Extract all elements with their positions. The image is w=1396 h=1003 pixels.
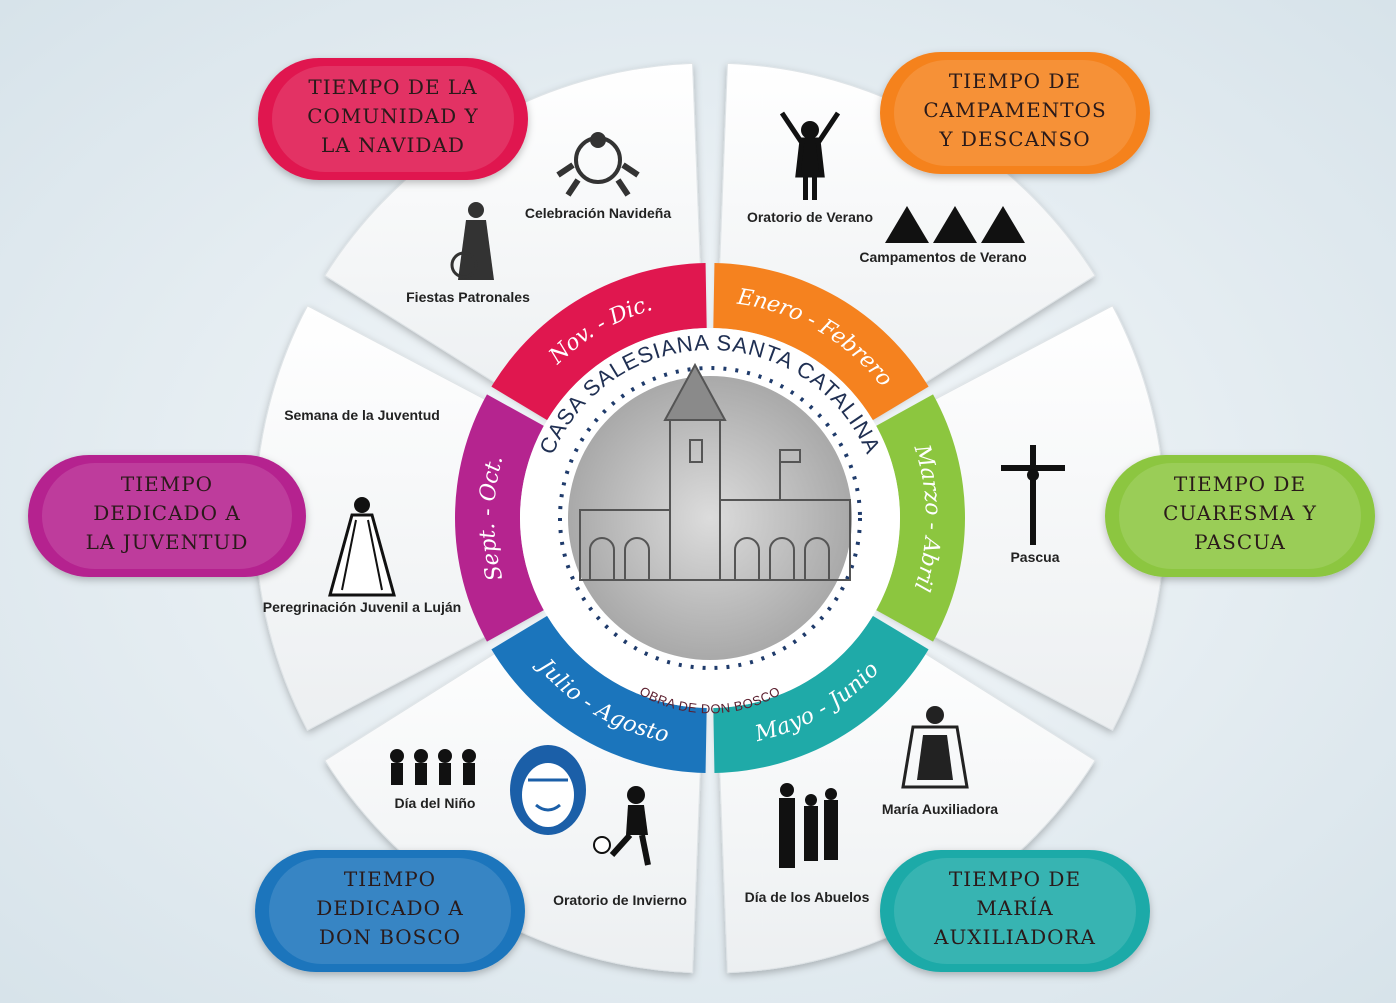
crucifix-icon	[1001, 445, 1065, 545]
saint-statue-icon	[450, 202, 494, 280]
caption-pill-jul: TIEMPO DEDICADO A DON BOSCO	[255, 850, 525, 972]
activity-label: Peregrinación Juvenil a Luján	[263, 599, 461, 615]
tents-icon	[885, 206, 1025, 243]
caption-line: TIEMPO DE	[1174, 472, 1306, 496]
caption-line: TIEMPO	[344, 867, 436, 891]
center-medallion: CASA SALESIANA SANTA CATALINA OBRA DE DO…	[520, 328, 900, 716]
month-band-mar	[876, 394, 965, 642]
caption-pill-sep: TIEMPO DEDICADO A LA JUVENTUD	[28, 455, 306, 577]
pill-bg	[255, 850, 525, 972]
pill-shine	[894, 60, 1136, 166]
pill-bg	[28, 455, 306, 577]
pill-bg	[880, 850, 1150, 972]
activity-label: Día de los Abuelos	[745, 889, 870, 905]
activity-label: Campamentos de Verano	[859, 249, 1026, 265]
caption-line: TIEMPO DE	[949, 867, 1081, 891]
month-band-nov	[491, 263, 707, 421]
activity-label: Semana de la Juventud	[284, 407, 440, 423]
pill-bg	[880, 52, 1150, 174]
caption-line: COMUNIDAD Y	[307, 104, 479, 128]
caption-line: CUARESMA Y	[1163, 501, 1317, 525]
child-arms-up-icon	[779, 111, 841, 200]
month-band-jul	[491, 615, 707, 773]
pill-shine	[269, 858, 511, 964]
caption-pill-nov: TIEMPO DE LA COMUNIDAD Y LA NAVIDAD	[258, 58, 528, 180]
caption-pill-may: TIEMPO DE MARÍA AUXILIADORA	[880, 850, 1150, 972]
caption-line: CAMPAMENTOS	[923, 98, 1106, 122]
virgin-lujan-icon	[328, 497, 396, 597]
caption-pill-mar: TIEMPO DE CUARESMA Y PASCUA	[1105, 455, 1375, 577]
pill-bg	[1105, 455, 1375, 577]
month-band-may	[713, 615, 929, 773]
activity-label: Día del Niño	[395, 795, 476, 811]
caption-line: TIEMPO DE	[949, 69, 1081, 93]
caption-line: DON BOSCO	[319, 925, 461, 949]
church-illustration	[568, 376, 852, 660]
activity-label: Celebración Navideña	[525, 205, 671, 221]
activity-label: Oratorio de Invierno	[553, 892, 687, 908]
caption-line: TIEMPO	[121, 472, 213, 496]
month-band-ene	[713, 263, 929, 421]
madonna-icon	[901, 706, 969, 789]
pill-shine	[1119, 463, 1361, 569]
activity-label: María Auxiliadora	[882, 801, 998, 817]
activity-label: Oratorio de Verano	[747, 209, 873, 225]
children-row-icon	[390, 749, 476, 785]
family-icon	[779, 783, 838, 868]
church-drawing	[579, 362, 851, 581]
pill-shine	[272, 66, 514, 172]
caption-line: LA JUVENTUD	[86, 530, 249, 554]
activity-label: Fiestas Patronales	[406, 289, 530, 305]
child-football-icon	[593, 786, 651, 866]
pill-shine	[42, 463, 292, 569]
dotted-ring	[558, 366, 862, 670]
caption-line: AUXILIADORA	[933, 925, 1096, 949]
pill-bg	[258, 58, 528, 180]
caption-line: DEDICADO A	[93, 501, 241, 525]
caption-line: DEDICADO A	[316, 896, 464, 920]
caption-line: Y DESCANSO	[938, 127, 1090, 151]
pill-shine	[894, 858, 1136, 964]
caption-line: MARÍA	[976, 896, 1053, 920]
caption-line: TIEMPO DE LA	[308, 75, 477, 99]
activity-labels: Celebración Navideña Fiestas Patronales …	[263, 205, 1060, 908]
caption-line: PASCUA	[1194, 530, 1286, 554]
caption-line: LA NAVIDAD	[321, 133, 465, 157]
hands-circle-icon	[556, 132, 640, 197]
don-bosco-portrait-icon	[510, 745, 586, 835]
caption-pill-ene: TIEMPO DE CAMPAMENTOS Y DESCANSO	[880, 52, 1150, 174]
month-band-sep	[455, 394, 544, 642]
activity-label: Pascua	[1010, 549, 1059, 565]
